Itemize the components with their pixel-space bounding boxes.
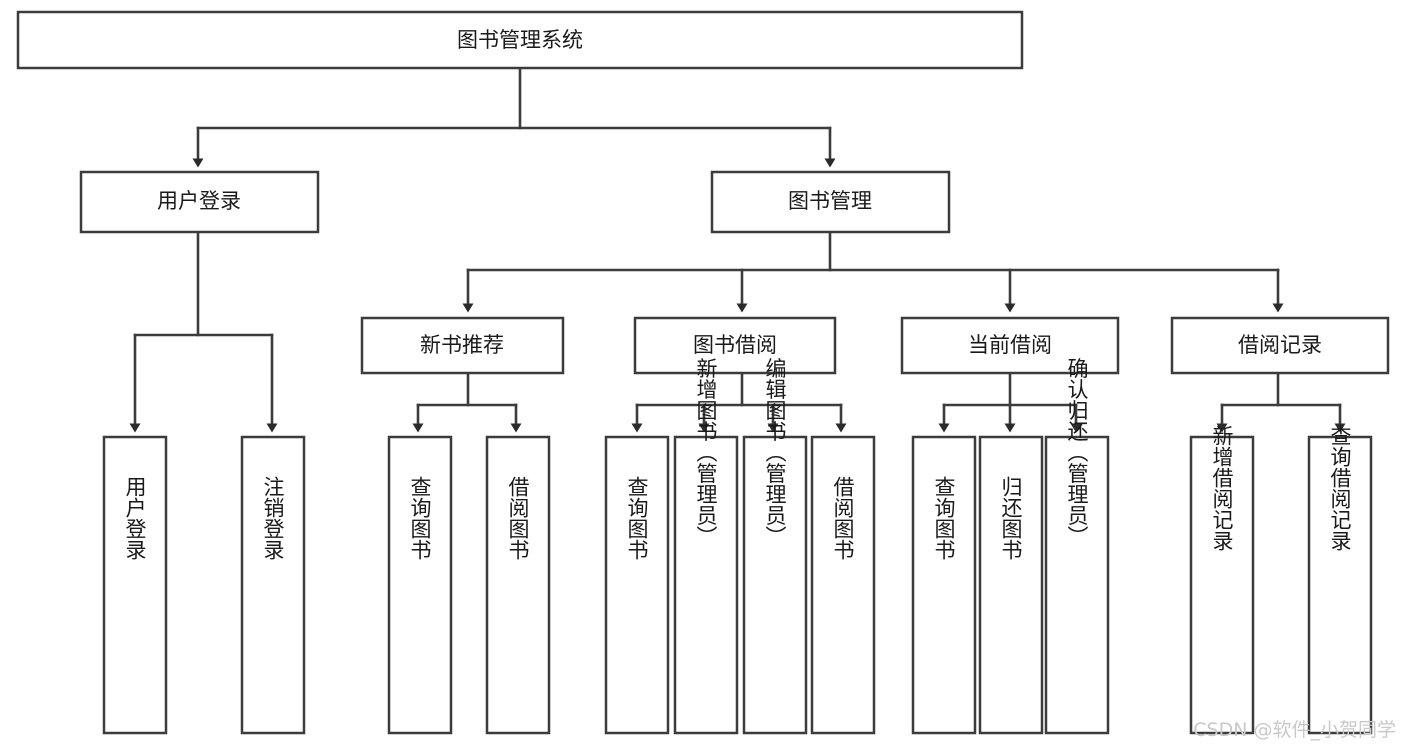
node-leaf-user-login-label: 用户登录: [123, 476, 147, 560]
node-leaf-return-book-box[interactable]: [978, 435, 1044, 735]
node-book-management[interactable]: 图书管理: [710, 170, 951, 234]
node-leaf-return-book[interactable]: 归还图书: [978, 435, 1044, 735]
node-leaf-edit-book[interactable]: 编辑图书（管理员）: [742, 358, 808, 735]
node-new-book-recommend-box[interactable]: [360, 316, 565, 375]
node-new-book-recommend-label: 新书推荐: [420, 333, 504, 357]
node-leaf-query-book-2-box[interactable]: [604, 435, 670, 735]
node-leaf-query-book-2[interactable]: 查询图书: [604, 435, 670, 735]
node-root-label: 图书管理系统: [457, 28, 583, 52]
node-book-borrow-label: 图书借阅: [693, 333, 777, 357]
node-leaf-borrow-book-1-box[interactable]: [485, 435, 551, 735]
node-leaf-confirm-return[interactable]: 确认归还（管理员）: [1044, 358, 1110, 735]
node-leaf-user-login[interactable]: 用户登录: [102, 435, 168, 735]
node-leaf-query-record-box[interactable]: [1307, 435, 1373, 735]
node-leaf-query-book-1-label: 查询图书: [408, 476, 432, 560]
node-leaf-add-book-label: 新增图书（管理员）: [694, 358, 718, 547]
node-leaf-borrow-book-2[interactable]: 借阅图书: [810, 435, 876, 735]
edges-group: [129, 66, 1346, 433]
node-leaf-query-record-label: 查询借阅记录: [1328, 425, 1352, 551]
node-leaf-user-login-box[interactable]: [102, 435, 168, 735]
node-leaf-edit-book-box[interactable]: [742, 435, 808, 735]
node-leaf-add-record[interactable]: 新增借阅记录: [1189, 425, 1255, 735]
node-leaf-query-book-1-box[interactable]: [387, 435, 453, 735]
node-leaf-borrow-book-1[interactable]: 借阅图书: [485, 435, 551, 735]
node-leaf-return-book-label: 归还图书: [999, 476, 1023, 560]
node-leaf-query-book-3-box[interactable]: [911, 435, 977, 735]
node-leaf-query-book-1[interactable]: 查询图书: [387, 435, 453, 735]
node-borrow-record[interactable]: 借阅记录: [1170, 316, 1390, 375]
node-leaf-borrow-book-2-box[interactable]: [810, 435, 876, 735]
node-leaf-borrow-book-2-label: 借阅图书: [831, 476, 855, 560]
node-current-borrow-label: 当前借阅: [968, 333, 1052, 357]
node-root-box[interactable]: [16, 10, 1024, 70]
node-leaf-add-record-box[interactable]: [1189, 435, 1255, 735]
node-leaf-borrow-book-1-label: 借阅图书: [506, 476, 530, 560]
node-book-management-box[interactable]: [710, 170, 951, 234]
node-new-book-recommend[interactable]: 新书推荐: [360, 316, 565, 375]
node-leaf-query-book-2-label: 查询图书: [625, 476, 649, 560]
node-leaf-logout-login-label: 注销登录: [261, 476, 285, 560]
node-user-login-label: 用户登录: [157, 189, 241, 213]
node-user-login-box[interactable]: [79, 170, 320, 234]
node-leaf-add-record-label: 新增借阅记录: [1210, 425, 1234, 551]
node-current-borrow-box[interactable]: [900, 316, 1120, 375]
node-root[interactable]: 图书管理系统: [16, 10, 1024, 70]
node-leaf-add-book-box[interactable]: [673, 435, 739, 735]
node-leaf-logout-login-box[interactable]: [240, 435, 306, 735]
watermark: CSDN @软件_小贺同学: [1193, 719, 1396, 741]
node-leaf-query-book-3-label: 查询图书: [932, 476, 956, 560]
node-leaf-query-record[interactable]: 查询借阅记录: [1307, 425, 1373, 735]
node-leaf-logout-login[interactable]: 注销登录: [240, 435, 306, 735]
node-book-borrow[interactable]: 图书借阅: [633, 316, 837, 375]
node-book-management-label: 图书管理: [788, 189, 872, 213]
node-leaf-edit-book-label: 编辑图书（管理员）: [763, 358, 787, 547]
node-book-borrow-box[interactable]: [633, 316, 837, 375]
node-leaf-confirm-return-box[interactable]: [1044, 435, 1110, 735]
node-borrow-record-label: 借阅记录: [1238, 333, 1322, 357]
node-current-borrow[interactable]: 当前借阅: [900, 316, 1120, 375]
node-leaf-query-book-3[interactable]: 查询图书: [911, 435, 977, 735]
node-borrow-record-box[interactable]: [1170, 316, 1390, 375]
node-user-login[interactable]: 用户登录: [79, 170, 320, 234]
node-leaf-add-book[interactable]: 新增图书（管理员）: [673, 358, 739, 735]
node-leaf-confirm-return-label: 确认归还（管理员）: [1065, 358, 1089, 547]
